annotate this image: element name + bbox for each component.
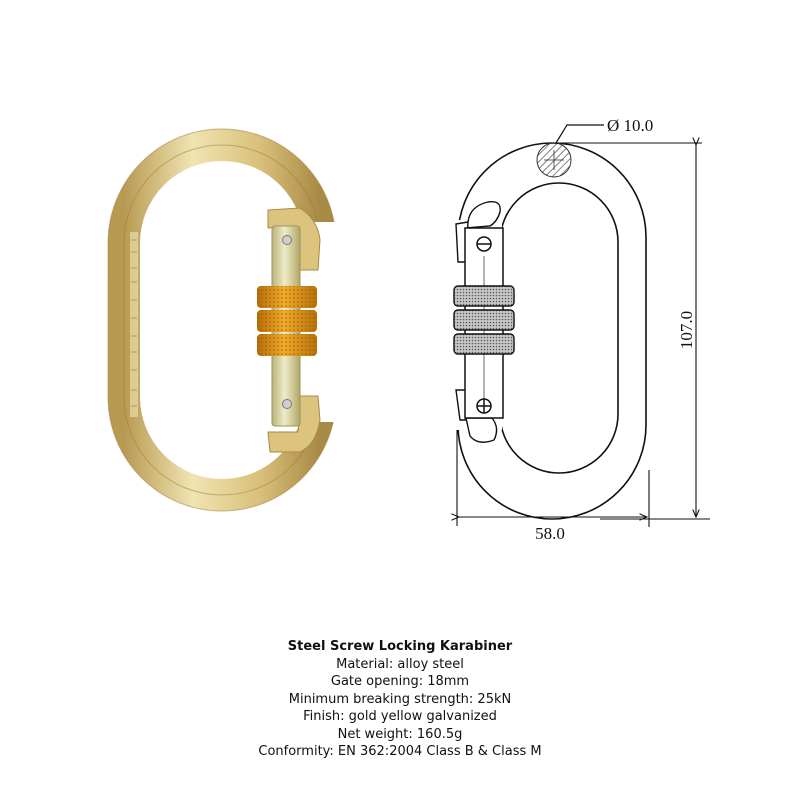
spec-net-weight: Net weight: 160.5g (337, 726, 463, 742)
width-dimension (457, 430, 650, 527)
karabiner-photo (107, 128, 337, 512)
diameter-label: Ø 10.0 (607, 116, 653, 135)
width-label: 58.0 (535, 524, 565, 543)
product-title: Steel Screw Locking Karabiner (287, 639, 513, 654)
upper-screw-icon (476, 236, 492, 252)
height-label: 107.0 (677, 311, 696, 349)
spec-gate-opening: Gate opening: 18mm (330, 674, 470, 689)
spec-finish: Finish: gold yellow galvanized (303, 709, 497, 724)
spec-conformity: Conformity: EN 362:2004 Class B & Class … (258, 744, 542, 759)
spec-block: Steel Screw Locking Karabiner Material: … (0, 638, 800, 761)
locking-sleeve (257, 286, 317, 356)
diameter-leader (555, 124, 604, 144)
lower-rivet (282, 399, 292, 409)
spec-material: Material: alloy steel (336, 656, 464, 672)
upper-rivet (282, 235, 292, 245)
cross-section (536, 142, 572, 178)
lower-screw-icon (476, 398, 492, 414)
technical-drawing: Ø 10.0 107.0 58.0 (0, 116, 710, 543)
spec-breaking-strength: Minimum breaking strength: 25kN (288, 691, 512, 707)
sleeve-outline (453, 285, 515, 355)
